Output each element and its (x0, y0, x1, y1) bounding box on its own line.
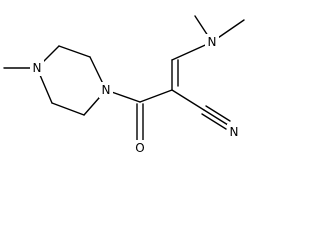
nitrile-triple-bond (201, 105, 231, 130)
piperazine-ring (36, 45, 107, 116)
bond-alkene-nitrile (171, 89, 205, 111)
bond-carbonyl-alkene (139, 89, 173, 103)
carbonyl-double-bond (136, 103, 144, 141)
atom-n-nitrile: N (227, 124, 241, 140)
atom-label-n2: N (102, 83, 111, 97)
atom-n-dimethylamino: N (205, 34, 219, 50)
atom-o-carbonyl: O (133, 140, 147, 156)
atom-n-piperazine-amide: N (99, 82, 113, 98)
molecule-structure: N N N O N (3, 15, 245, 156)
atom-label-o: O (135, 141, 144, 155)
atom-label-n1: N (33, 61, 42, 75)
bond-ring-2 (58, 45, 91, 58)
bond-ring-5 (51, 102, 85, 116)
alkene-double-bond (171, 59, 179, 91)
atom-label-n4: N (230, 125, 239, 139)
atom-label-n3: N (208, 35, 217, 49)
atom-n-piperazine-methyl: N (30, 60, 44, 76)
